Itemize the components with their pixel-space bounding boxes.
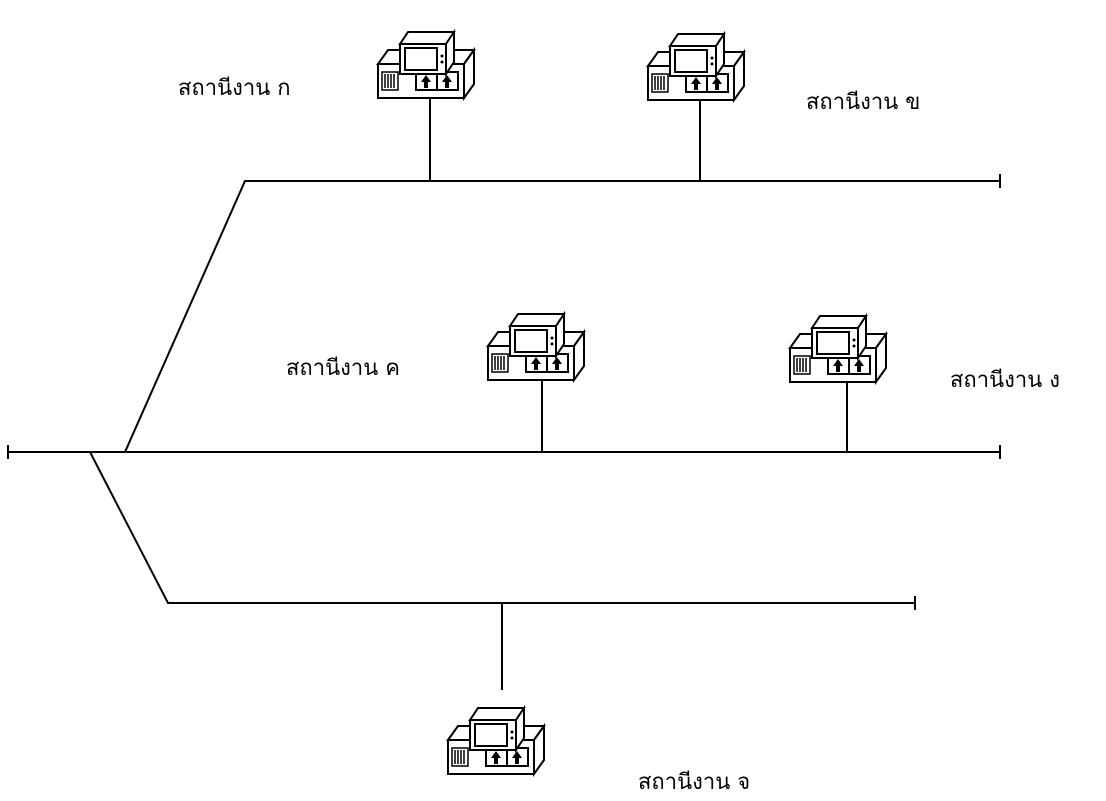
computer-icon-c [488, 314, 584, 380]
station-label-e: สถานีงาน จ [638, 764, 750, 799]
computer-icon-a [378, 32, 474, 98]
station-label-a: สถานีงาน ก [178, 70, 291, 105]
lower-bus-line [90, 452, 915, 603]
computer-icon-d [790, 316, 886, 382]
station-label-b: สถานีงาน ข [806, 84, 920, 119]
station-label-d: สถานีงาน ง [950, 362, 1060, 397]
computer-icon-e [448, 708, 544, 774]
station-label-c: สถานีงาน ค [286, 350, 400, 385]
computer-icon-b [648, 34, 744, 100]
